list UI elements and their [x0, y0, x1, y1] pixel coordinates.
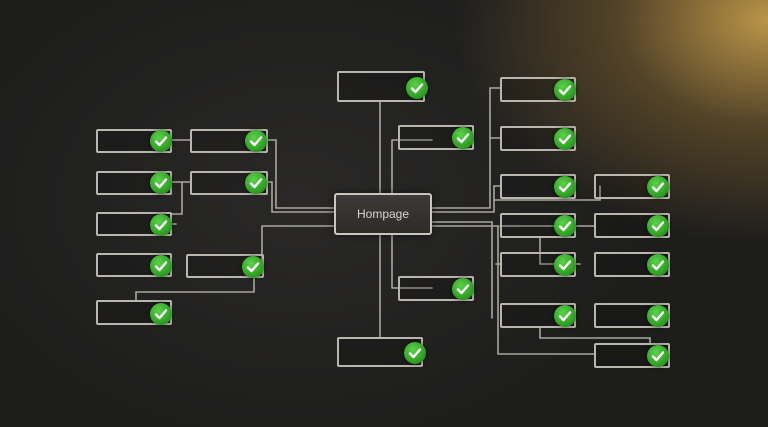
check-icon: [150, 214, 172, 236]
check-icon: [242, 256, 264, 278]
homepage-node[interactable]: Hompage: [334, 193, 432, 235]
check-icon: [452, 278, 474, 300]
check-icon: [554, 215, 576, 237]
link-right-branch3: [493, 185, 601, 201]
link-left-top: [267, 139, 335, 209]
check-icon: [554, 254, 576, 276]
check-icon: [150, 255, 172, 277]
check-icon: [404, 342, 426, 364]
link-right-main: [431, 87, 501, 209]
check-icon: [245, 130, 267, 152]
check-icon: [647, 254, 669, 276]
link-right-branch4: [431, 221, 493, 319]
link-left-row2: [171, 181, 191, 215]
check-icon: [554, 176, 576, 198]
check-icon: [150, 172, 172, 194]
check-icon: [647, 215, 669, 237]
check-icon: [554, 305, 576, 327]
check-icon: [406, 77, 428, 99]
link-left-low: [261, 225, 335, 267]
link-left-mid: [267, 181, 335, 213]
check-icon: [245, 172, 267, 194]
check-icon: [150, 303, 172, 325]
check-icon: [452, 127, 474, 149]
homepage-label: Hompage: [356, 207, 410, 221]
link-right-branch2: [431, 185, 501, 213]
check-icon: [647, 305, 669, 327]
check-icon: [554, 128, 576, 150]
link-right-branch5: [431, 225, 595, 355]
check-icon: [647, 176, 669, 198]
check-icon: [647, 345, 669, 367]
check-icon: [554, 79, 576, 101]
link-right-branch8: [539, 327, 651, 345]
check-icon: [150, 130, 172, 152]
link-left-bottom: [135, 277, 255, 301]
